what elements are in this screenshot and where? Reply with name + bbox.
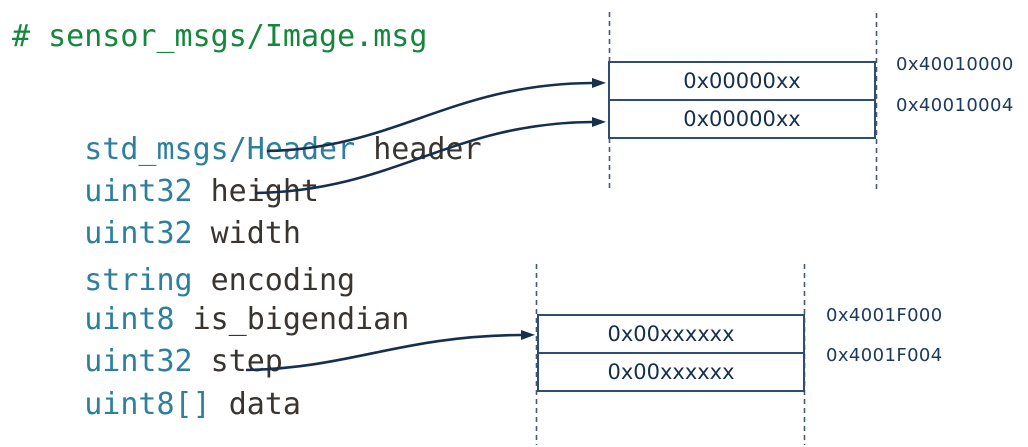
register-cell-bottom-2: 0x00xxxxxx	[539, 352, 803, 390]
field-name-header: header	[373, 132, 482, 167]
field-name-width: width	[210, 216, 301, 251]
code-line-data: uint8[] data	[12, 342, 301, 422]
field-type-is-bigendian: uint8	[84, 302, 175, 337]
field-type-step: uint32	[84, 344, 193, 379]
code-line-width: uint32 width	[12, 171, 301, 251]
register-cell-top-2: 0x00000xx	[610, 99, 874, 137]
address-label-0x40010000: 0x40010000	[896, 54, 1014, 75]
address-label-0x4001F000: 0x4001F000	[826, 305, 943, 326]
register-box-top: 0x00000xx 0x00000xx	[608, 61, 876, 139]
code-line-encoding: string encoding	[12, 218, 355, 298]
field-name-is-bigendian: is_bigendian	[192, 302, 410, 337]
field-type-encoding: string	[84, 263, 193, 298]
register-cell-bottom-1: 0x00xxxxxx	[607, 322, 735, 346]
field-name-data: data	[228, 387, 301, 422]
field-type-width: uint32	[84, 216, 193, 251]
address-label-0x40010004: 0x40010004	[896, 95, 1014, 116]
code-line-is-bigendian: uint8 is_bigendian	[12, 257, 409, 337]
code-comment: # sensor_msgs/Image.msg	[12, 19, 428, 54]
register-cell-top-1: 0x00000xx	[683, 69, 801, 93]
field-type-data: uint8[]	[84, 387, 211, 422]
register-box-bottom: 0x00xxxxxx 0x00xxxxxx	[537, 314, 805, 392]
address-label-0x4001F004: 0x4001F004	[826, 345, 943, 366]
field-type-height: uint32	[84, 174, 193, 209]
field-name-encoding: encoding	[210, 263, 356, 298]
